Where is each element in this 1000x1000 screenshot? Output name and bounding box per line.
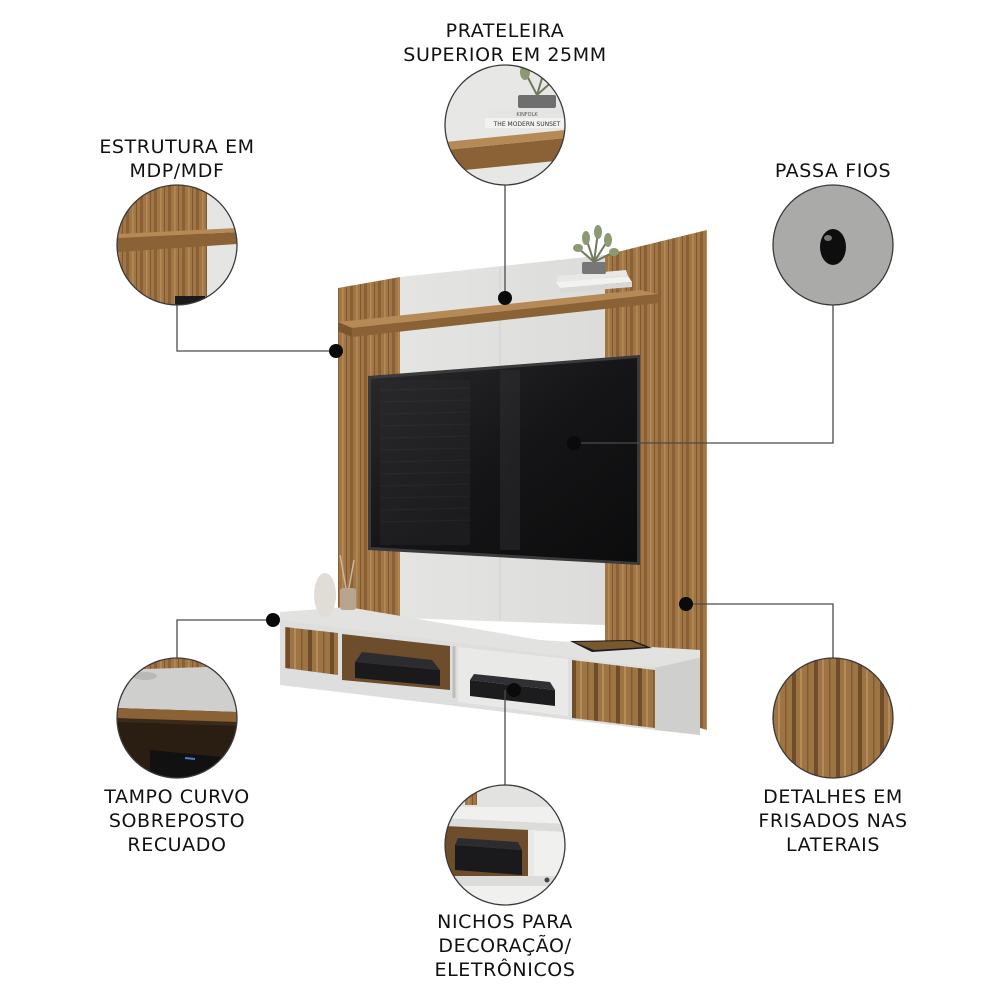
rack-console bbox=[280, 554, 700, 735]
label-top-shelf: PRATELEIRA SUPERIOR EM 25MM bbox=[395, 19, 615, 67]
detail-circle-grooved-sides bbox=[772, 657, 894, 779]
detail-circle-cable-pass bbox=[772, 184, 894, 306]
label-curved-top-line-1: TAMPO CURVO bbox=[104, 786, 250, 808]
label-grooved-sides: DETALHES EM FRISADOS NAS LATERAIS bbox=[743, 785, 923, 857]
label-niches-line-2: DECORAÇÃO/ bbox=[438, 935, 572, 957]
label-niches-line-1: NICHOS PARA bbox=[437, 911, 573, 933]
detail-circle-curved-top bbox=[116, 657, 238, 779]
book-title-top: KINFOLK bbox=[516, 112, 538, 118]
detail-circle-niches bbox=[444, 784, 566, 906]
book-title-bottom: THE MODERN SUNSET bbox=[493, 121, 561, 128]
top-shelf bbox=[338, 225, 658, 337]
label-curved-top-line-2: SOBREPOSTO bbox=[108, 810, 246, 832]
label-curved-top: TAMPO CURVO SOBREPOSTO RECUADO bbox=[87, 785, 267, 857]
label-grooved-sides-line-2: FRISADOS NAS bbox=[758, 810, 908, 832]
dot-grooved-sides bbox=[679, 597, 693, 611]
label-structure-line-2: MDP/MDF bbox=[129, 160, 225, 182]
callout-dots bbox=[266, 291, 693, 697]
label-cable-pass-line-1: PASSA FIOS bbox=[774, 160, 892, 182]
dot-cable-pass bbox=[567, 436, 581, 450]
label-curved-top-line-3: RECUADO bbox=[127, 834, 227, 856]
dot-curved-top bbox=[266, 613, 280, 627]
dot-niches bbox=[507, 683, 521, 697]
dot-top-shelf bbox=[498, 291, 512, 305]
label-top-shelf-line-2: SUPERIOR EM 25MM bbox=[403, 44, 607, 66]
label-niches-line-3: ELETRÔNICOS bbox=[434, 959, 576, 981]
label-top-shelf-line-1: PRATELEIRA bbox=[445, 20, 565, 42]
dot-structure bbox=[329, 344, 343, 358]
label-cable-pass: PASSA FIOS bbox=[758, 159, 908, 183]
label-niches: NICHOS PARA DECORAÇÃO/ ELETRÔNICOS bbox=[415, 910, 595, 982]
detail-circle-structure bbox=[116, 184, 238, 306]
label-structure-line-1: ESTRUTURA EM bbox=[99, 136, 255, 158]
label-grooved-sides-line-3: LATERAIS bbox=[785, 834, 881, 856]
label-structure: ESTRUTURA EM MDP/MDF bbox=[92, 135, 262, 183]
tv bbox=[368, 355, 640, 565]
detail-circle-top-shelf: THE MODERN SUNSET KINFOLK bbox=[444, 64, 566, 186]
label-grooved-sides-line-1: DETALHES EM bbox=[763, 786, 903, 808]
leader-lines bbox=[176, 185, 834, 785]
